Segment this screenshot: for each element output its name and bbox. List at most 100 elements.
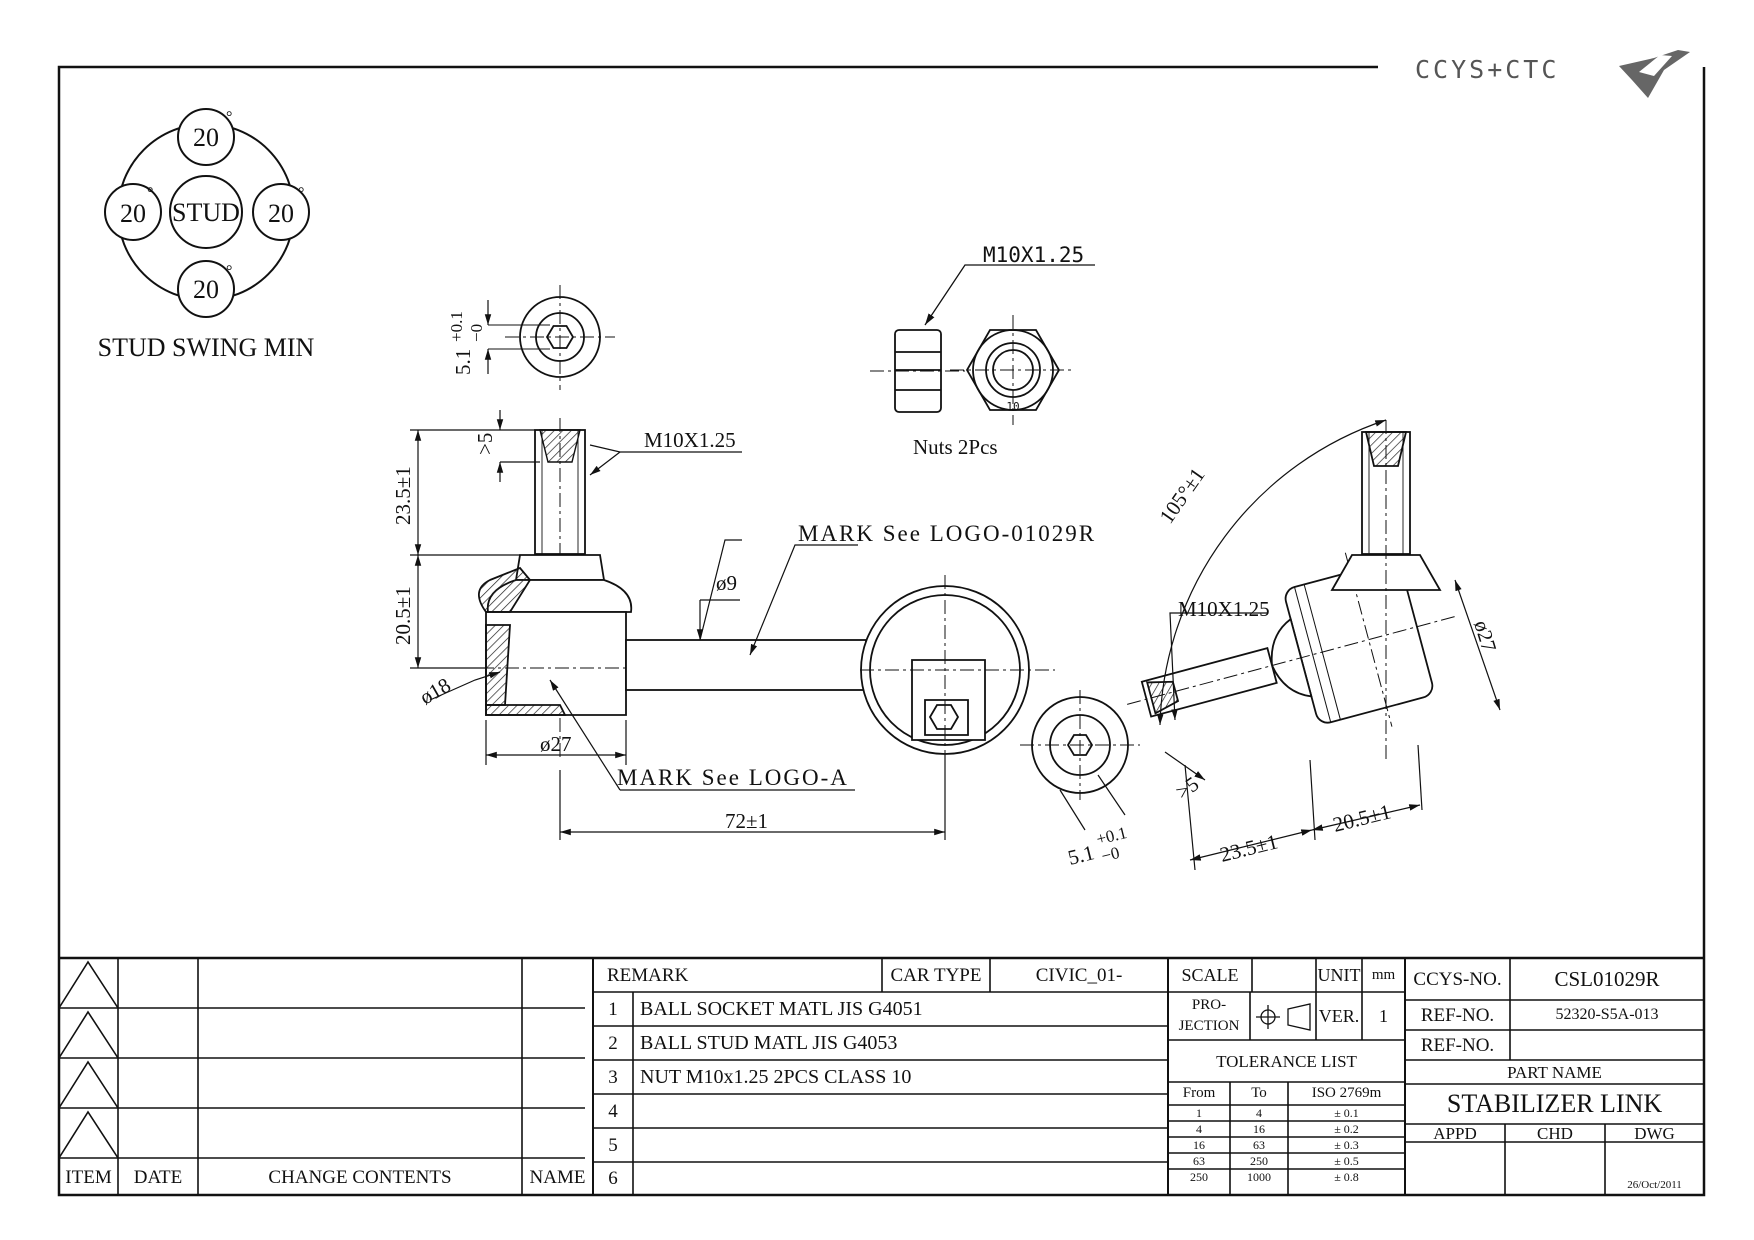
title-block-grid [58,956,1704,1195]
swing-angle-right: 20 [268,199,294,228]
length-label: 72±1 [725,809,768,833]
swing-angle-bottom: 20 [193,275,219,304]
remark-no-5: 5 [608,1134,618,1156]
remark-no-1: 1 [608,998,618,1020]
ref-no-label-2: REF-NO. [1420,1034,1495,1056]
stud-swing-caption: STUD SWING MIN [98,333,315,362]
ver-value: 1 [1379,1006,1388,1026]
remark-text-2: BALL STUD MATL JIS G4053 [640,1032,898,1054]
hex-right-tol-minus: −0 [1099,843,1121,866]
unit-value: mm [1371,966,1396,983]
tol-from-2: 4 [1196,1122,1202,1136]
degree-mark-left: ° [147,185,153,202]
tol-value-5: ± 0.8 [1334,1170,1359,1184]
rod-diameter-label: ø9 [716,571,737,595]
tol-to-5: 1000 [1247,1170,1271,1184]
right-depth-min-label: >5 [1171,772,1203,804]
nuts-caption: Nuts 2Pcs [913,435,998,459]
stud-thread-section [539,429,581,463]
nut-thread-label: M10X1.25 [983,243,1084,267]
nut-thread-leader [924,264,1095,326]
socket-diameter-label: ø18 [416,673,455,710]
part-name: STABILIZER LINK [1446,1089,1663,1118]
body-diameter-label: ø27 [540,732,572,756]
hex-top-tol-plus: +0.1 [447,311,466,342]
ver-label: VER. [1318,1006,1360,1026]
part-name-label: PART NAME [1507,1062,1602,1082]
remark-no-4: 4 [608,1100,618,1122]
company-logo: CCYS+CTC [1415,50,1690,98]
stud-label: STUD [172,198,240,227]
tol-value-1: ± 0.1 [1334,1106,1359,1120]
ref-no-value-2 [1510,1030,1704,1060]
left-dimension-lines [410,410,946,840]
tol-value-4: ± 0.5 [1334,1154,1359,1168]
remark-no-3: 3 [608,1066,618,1088]
car-type-label: CAR TYPE [890,964,982,986]
ref-no-value-1: 52320-S5A-013 [1555,1006,1659,1023]
remark-text-5 [640,1128,1160,1162]
rev-header-contents: CHANGE CONTENTS [268,1166,452,1188]
tol-header-iso: ISO 2769m [1311,1085,1382,1101]
mark-rod-label: MARK See LOGO-01029R [798,521,1096,546]
right-thread-label: M10X1.25 [1178,597,1270,621]
tol-from-4: 63 [1193,1154,1205,1168]
nut-front-view [950,315,1075,425]
right-height-lower-label: 20.5±1 [1330,799,1393,837]
tol-header-to: To [1251,1085,1267,1101]
stud-thread-label: M10X1.25 [644,428,736,452]
swing-angle-top: 20 [193,123,219,152]
rod-left [625,639,867,691]
degree-mark-bottom: ° [226,263,232,280]
chd-label: CHD [1537,1123,1573,1143]
depth-min-label: >5 [473,433,497,455]
logo-text: CCYS+CTC [1415,55,1559,84]
nut-side-view [870,329,965,413]
remark-header: REMARK [607,964,689,986]
tol-from-1: 1 [1196,1106,1202,1120]
rev-header-name: NAME [529,1166,586,1188]
title-block: ITEM DATE CHANGE CONTENTS NAME REMARK CA… [59,958,1704,1195]
remark-text-1: BALL SOCKET MATL JIS G4051 [640,998,923,1020]
hex-top-value: 5.1 [451,349,475,375]
ball-joint-end [860,575,1055,840]
ccys-no-label: CCYS-NO. [1413,968,1502,990]
hex-top-tol-minus: −0 [467,324,486,342]
nut-face-mark: 10 [1006,400,1019,413]
right-height-upper-label: 23.5±1 [1217,829,1280,867]
car-type-value: CIVIC_01- [1035,964,1123,986]
stud-swing-labels: STUD 20 20 20 20 ° ° ° ° STUD SWING MIN [98,109,315,362]
tol-value-2: ± 0.2 [1334,1122,1359,1136]
projection-label-2: JECTION [1178,1017,1240,1034]
height-lower-label: 20.5±1 [391,586,415,645]
projection-symbol-icon [1256,1003,1311,1031]
tol-to-3: 63 [1253,1138,1265,1152]
right-body-diameter-label: ø27 [1469,617,1501,654]
hex-right-value: 5.1 [1065,840,1096,870]
tol-value-3: ± 0.3 [1334,1138,1359,1152]
ccys-no-value: CSL01029R [1554,966,1660,991]
drawing-date: 26/Oct/2011 [1627,1178,1682,1191]
angle-label: 105°±1 [1154,463,1209,528]
swing-angle-left: 20 [120,199,146,228]
tol-to-1: 4 [1256,1106,1262,1120]
tolerance-title: TOLERANCE LIST [1216,1051,1357,1071]
height-upper-label: 23.5±1 [391,466,415,525]
tol-to-2: 16 [1253,1122,1265,1136]
hex-socket-right-view [1020,690,1140,800]
scale-label: SCALE [1181,965,1239,985]
appd-label: APPD [1433,1123,1477,1143]
projection-label-1: PRO- [1191,996,1227,1013]
remark-text-4 [640,1094,1160,1128]
degree-mark-top: ° [226,109,232,126]
degree-mark-right: ° [298,185,304,202]
remark-no-2: 2 [608,1032,618,1054]
remark-no-6: 6 [608,1168,618,1189]
left-dimension-labels: 23.5±1 20.5±1 >5 M10X1.25 ø18 ø27 ø9 72±… [391,428,1096,833]
stud-swing-diagram [104,108,310,318]
ref-no-label-1: REF-NO. [1420,1004,1495,1026]
sheet-border [57,65,1706,1197]
remark-text-3: NUT M10x1.25 2PCS CLASS 10 [640,1066,912,1088]
tol-from-5: 250 [1190,1170,1208,1184]
